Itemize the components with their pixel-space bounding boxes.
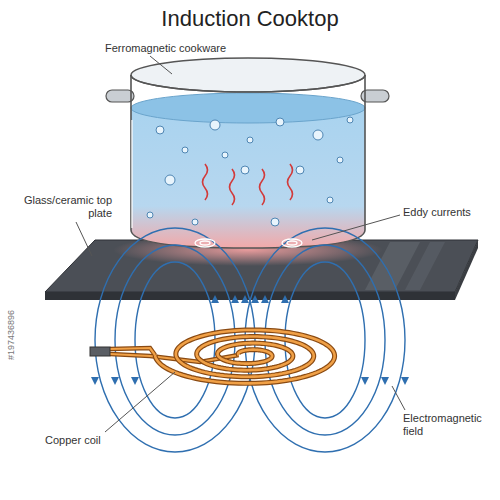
coil-terminal — [90, 347, 110, 356]
heat-waves — [203, 164, 293, 205]
eddy-current-loops — [195, 239, 302, 247]
part-label: Electromagnetic field — [403, 412, 483, 438]
bubbles — [147, 117, 353, 226]
magnetic-field-lines — [91, 228, 409, 452]
leader-lines — [76, 56, 405, 432]
part-label: Ferromagnetic cookware — [105, 42, 245, 55]
copper-coil — [110, 330, 335, 383]
part-label: Glass/ceramic top plate — [22, 194, 112, 220]
watermark: #197436896 — [6, 250, 17, 360]
part-label: Copper coil — [45, 434, 135, 447]
part-label: Eddy currents — [403, 206, 493, 219]
diagram-title: Induction Cooktop — [0, 6, 500, 32]
cookware-pot — [106, 58, 389, 248]
